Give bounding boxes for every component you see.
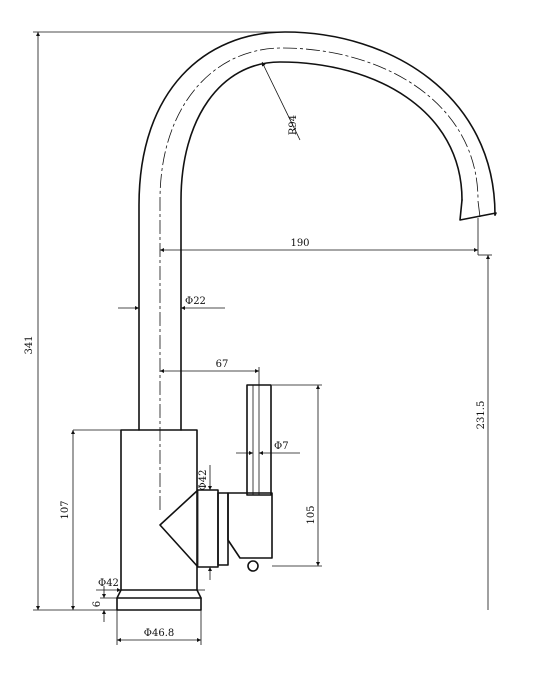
spout-nozzle bbox=[459, 199, 497, 221]
dim-handle-height: 105 bbox=[306, 505, 317, 524]
faucet-outline bbox=[73, 31, 497, 611]
dim-overall-height: 341 bbox=[24, 335, 35, 354]
dim-spout-radius: R94 bbox=[288, 115, 299, 135]
handle-neck bbox=[227, 492, 273, 559]
spout-centerline bbox=[159, 47, 479, 510]
dim-body-height: 107 bbox=[60, 500, 71, 519]
handle-knob bbox=[247, 560, 259, 572]
dim-handle-offset: 67 bbox=[216, 359, 229, 370]
handle-collar bbox=[217, 492, 229, 566]
dim-spout-reach: 190 bbox=[290, 238, 309, 249]
dimension-labels: 341 R94 190 Φ22 67 Φ7 Φ42 105 231.5 107 … bbox=[24, 115, 487, 639]
base-plate bbox=[116, 597, 202, 611]
dimension-lines bbox=[33, 31, 492, 645]
dim-spout-height: 231.5 bbox=[476, 401, 487, 430]
faucet-body bbox=[120, 429, 198, 591]
dim-base-diameter: Φ42 bbox=[98, 578, 119, 589]
dim-handle-diameter: Φ7 bbox=[274, 441, 289, 452]
spout-inner-line bbox=[180, 61, 463, 431]
dim-base-thickness: 6 bbox=[92, 601, 103, 607]
spout-outer-line bbox=[138, 31, 496, 431]
dim-spout-diameter: Φ22 bbox=[185, 296, 206, 307]
handle-cone bbox=[159, 489, 219, 568]
dim-base-plate-diameter: Φ46.8 bbox=[144, 628, 174, 639]
dim-body-diameter: Φ42 bbox=[198, 470, 209, 491]
